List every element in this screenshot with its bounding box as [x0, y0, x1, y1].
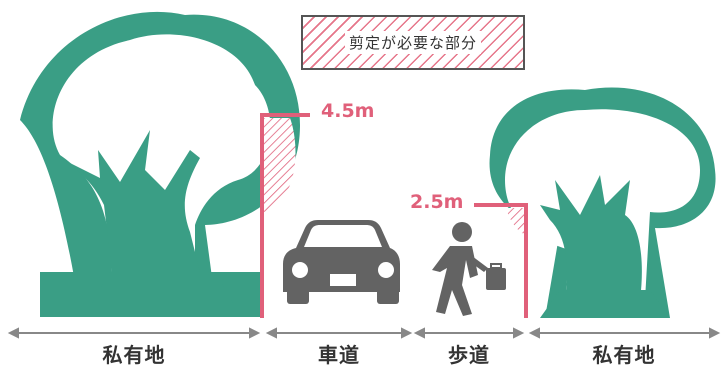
- left-tree: [20, 11, 300, 317]
- pedestrian-icon: [432, 222, 506, 316]
- car-icon: [283, 220, 400, 304]
- pruning-legend: 剪定が必要な部分: [301, 15, 525, 70]
- right-tree: [489, 87, 716, 318]
- zone-label-private-left: 私有地: [102, 343, 166, 367]
- road-height-label: 4.5m: [321, 100, 375, 122]
- sidewalk-clearance-line: [474, 203, 528, 318]
- zone-label-sidewalk: 歩道: [448, 343, 490, 367]
- zone-label-private-right: 私有地: [592, 343, 656, 367]
- road-clearance-line: [260, 113, 310, 318]
- sidewalk-height-label: 2.5m: [410, 191, 464, 213]
- legend-label: 剪定が必要な部分: [344, 31, 481, 54]
- zone-arrows: [7, 327, 721, 339]
- road-clearance-hatch: [264, 118, 296, 212]
- zone-label-roadway: 車道: [318, 343, 360, 367]
- sidewalk-clearance-hatch: [506, 208, 526, 235]
